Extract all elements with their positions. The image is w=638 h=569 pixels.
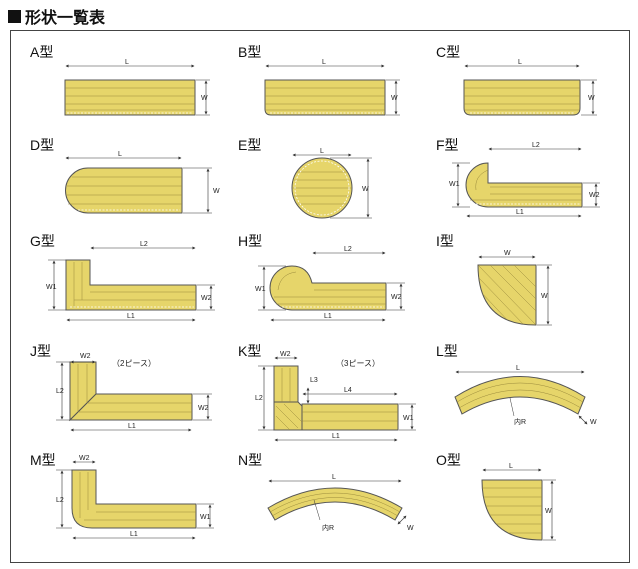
shape-f-dim-w1: W1: [449, 181, 460, 188]
shape-o-dim-w: W: [545, 508, 552, 515]
shape-k: K型 （3ピース） W2 L3 L4 L2 W1 L1: [238, 343, 416, 442]
shape-i-dim-side: W: [541, 293, 548, 300]
shape-h-dim-l2: L2: [344, 246, 352, 253]
shape-i-label: I型: [436, 233, 454, 249]
shape-a-dim-l: L: [125, 59, 129, 66]
shape-f-dim-w2: W2: [589, 192, 600, 199]
shape-b-label: B型: [238, 44, 261, 60]
shape-g-dim-w2: W2: [201, 295, 212, 302]
shape-g: G型 L2 W1 W2 L1: [30, 233, 215, 322]
shape-l-board: [454, 376, 586, 415]
shape-c: C型 L W: [436, 44, 597, 116]
shape-c-dim-w: W: [588, 95, 595, 102]
shape-j-note: （2ピース）: [112, 359, 156, 368]
shape-a: A型 L W: [30, 44, 210, 116]
shape-e-dim-l: L: [320, 148, 324, 155]
shape-j-horizontal-piece: [68, 393, 193, 421]
shape-l: L型 L 内R W: [436, 343, 597, 426]
shape-h: H型 L2 W1 W2 L1: [238, 233, 405, 322]
shape-k-dim-l4: L4: [344, 387, 352, 394]
shape-k-label: K型: [238, 343, 261, 359]
shape-k-dim-w1: W1: [403, 415, 414, 422]
shape-b-dim-l: L: [322, 59, 326, 66]
shape-d-board: [65, 167, 183, 214]
shape-j-dim-w2-top: W2: [80, 353, 91, 360]
shape-k-corner-piece: [273, 401, 303, 431]
shape-k-dim-l2: L2: [255, 395, 263, 402]
shape-n-label: N型: [238, 452, 262, 468]
shape-o-label: O型: [436, 452, 461, 468]
shape-i-dim-top: W: [504, 250, 511, 257]
shape-m-dim-w1: W1: [200, 514, 211, 521]
shape-d-label: D型: [30, 137, 54, 153]
shape-l-label: L型: [436, 343, 458, 359]
shape-o-dim-l: L: [509, 463, 513, 470]
shape-l-dim-inner-r: 内R: [514, 417, 526, 426]
shape-n: N型 L 内R W: [238, 452, 414, 532]
shape-j-dim-w2-side: W2: [198, 405, 209, 412]
shape-g-dim-w1: W1: [46, 284, 57, 291]
shape-m-dim-l1: L1: [130, 531, 138, 538]
shape-g-dim-l2: L2: [140, 241, 148, 248]
shape-n-board: [267, 487, 403, 521]
shape-m-board: [71, 469, 197, 529]
shape-m: M型 W2 L2 W1 L1: [30, 452, 214, 540]
shape-k-dim-l1: L1: [332, 433, 340, 440]
shape-g-board: [65, 259, 197, 311]
shape-g-dim-l1: L1: [127, 313, 135, 320]
shape-k-note: （3ピース）: [336, 359, 380, 368]
shape-panel: [10, 30, 630, 563]
shape-e-label: E型: [238, 137, 261, 153]
shape-n-dim-w: W: [407, 525, 414, 532]
shape-j: J型 （2ピース） W2 L2 W2 L1: [30, 343, 212, 432]
shape-b-dim-w: W: [391, 95, 398, 102]
shape-o-board: [481, 479, 543, 541]
shape-a-label: A型: [30, 44, 53, 60]
shape-f-dim-l2: L2: [532, 142, 540, 149]
shape-d-dim-l: L: [118, 151, 122, 158]
shape-j-dim-l1: L1: [128, 423, 136, 430]
shape-n-dim-inner-r: 内R: [322, 523, 334, 532]
shape-o: O型 L W: [436, 452, 556, 541]
shape-h-label: H型: [238, 233, 262, 249]
shape-h-dim-l1: L1: [324, 313, 332, 320]
shape-m-dim-w2: W2: [79, 455, 90, 462]
shape-k-dim-w2: W2: [280, 351, 291, 358]
shape-h-dim-w2: W2: [391, 294, 402, 301]
shape-f: F型 L2 W1 W2 L1: [436, 137, 600, 218]
shape-f-label: F型: [436, 137, 459, 153]
shape-l-dim-l: L: [516, 365, 520, 372]
page-title-text: 形状一覧表: [25, 8, 106, 27]
shape-i: I型 W W: [436, 233, 552, 326]
shape-c-board: [463, 79, 581, 116]
shape-b-board: [264, 79, 386, 116]
shape-j-dim-l2: L2: [56, 388, 64, 395]
shape-l-dim-w: W: [590, 419, 597, 426]
shape-a-dim-w: W: [201, 95, 208, 102]
shape-k-horizontal-piece: [301, 403, 399, 431]
shape-b: B型 L W: [238, 44, 400, 116]
shape-j-label: J型: [30, 343, 51, 359]
shape-e: E型 L W: [238, 137, 372, 219]
shape-d: D型 L W: [30, 137, 220, 214]
shape-f-board: [465, 162, 583, 208]
shape-d-dim-w: W: [213, 188, 220, 195]
shape-h-dim-w1: W1: [255, 286, 266, 293]
title-square-icon: [8, 9, 21, 23]
shape-n-dim-l: L: [332, 474, 336, 481]
shape-g-label: G型: [30, 233, 55, 249]
shape-m-label: M型: [30, 452, 56, 468]
shape-k-dim-l3: L3: [310, 377, 318, 384]
shape-e-dim-w: W: [362, 186, 369, 193]
shape-f-dim-l1: L1: [516, 209, 524, 216]
shape-h-board: [269, 265, 387, 311]
shape-k-vertical-piece: [273, 365, 299, 403]
page-title: 形状一覧表: [8, 4, 105, 28]
shape-c-label: C型: [436, 44, 460, 60]
shape-c-dim-l: L: [518, 59, 522, 66]
shape-m-dim-l2: L2: [56, 497, 64, 504]
shape-a-board: [64, 79, 196, 116]
